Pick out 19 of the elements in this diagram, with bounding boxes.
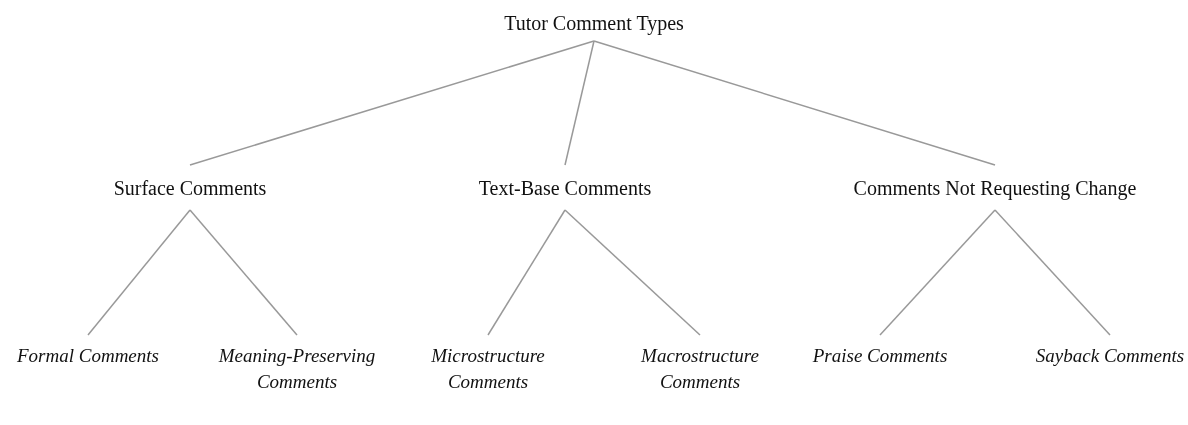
node-text: Praise Comments	[811, 344, 949, 368]
node-text: Meaning-Preserving Comments	[217, 344, 377, 394]
connector-line	[487, 209, 566, 336]
node-text: Tutor Comment Types	[503, 11, 685, 37]
node-text: Microstructure Comments	[430, 344, 546, 394]
connector-line	[189, 209, 298, 336]
node-text: Surface Comments	[112, 176, 268, 201]
connector-line	[593, 40, 996, 166]
node-text: Text-Base Comments	[477, 176, 653, 201]
connector-line	[189, 40, 595, 166]
connector-line	[994, 209, 1111, 336]
connector-line	[879, 209, 996, 336]
node-text: Macrostructure Comments	[640, 344, 760, 394]
node-text: Comments Not Requesting Change	[852, 176, 1138, 202]
node-text: Formal Comments	[16, 344, 160, 368]
connector-line	[564, 40, 595, 166]
node-text: Sayback Comments	[1035, 344, 1185, 368]
connector-line	[87, 209, 191, 336]
connector-line	[564, 209, 701, 336]
